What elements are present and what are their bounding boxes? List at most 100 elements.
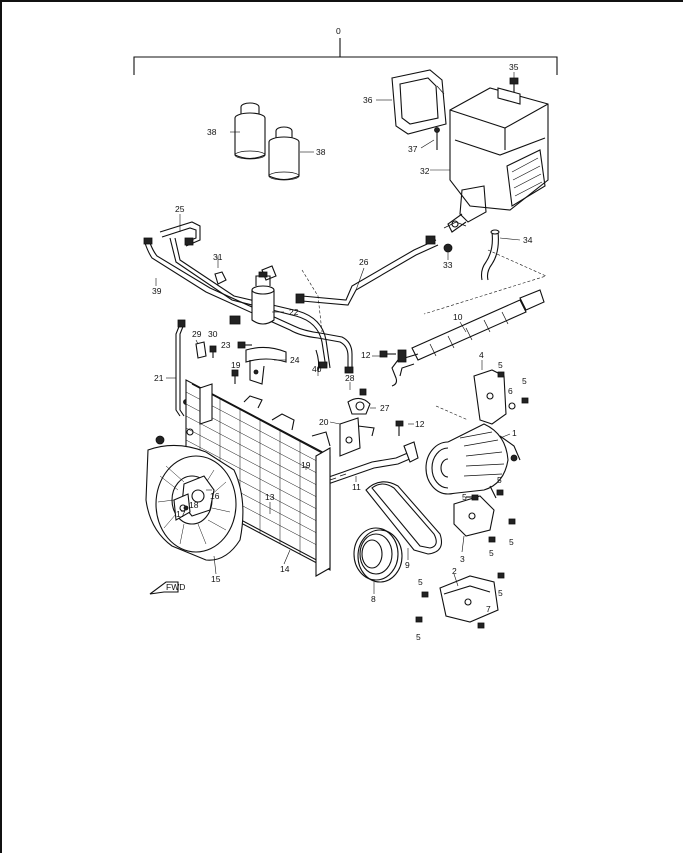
callout-4: 4: [479, 350, 484, 360]
callout-6: 6: [508, 386, 513, 396]
callout-34: 34: [523, 235, 533, 245]
receiver-can-part: [234, 102, 266, 160]
callout-2: 2: [452, 566, 457, 576]
callout-35: 35: [509, 62, 519, 72]
flexible-hose-part: [391, 289, 545, 387]
bolt-part-7: [477, 622, 485, 629]
drier-bracket-part: [245, 346, 287, 385]
drive-belt-part: [365, 481, 443, 555]
callout-24: 24: [290, 355, 300, 365]
leader-lines: [155, 72, 521, 594]
screw-part-23: [237, 341, 252, 349]
callout-20: 20: [319, 417, 329, 427]
clip-part-28: [359, 388, 367, 396]
callout-26: 26: [359, 257, 369, 267]
bolt-part-12b: [395, 420, 404, 436]
nut-part-33: [443, 243, 453, 253]
callout-40: 40: [312, 364, 322, 374]
callout-labels: 0 1 2 3 4 5 5 5 5 5 5 5 5 5 6 7 8 9 10 1…: [152, 26, 533, 642]
callout-5h: 5: [498, 588, 503, 598]
bolt-part-5b: [521, 397, 529, 404]
callout-37: 37: [408, 144, 418, 154]
callout-5e: 5: [509, 537, 514, 547]
bolt-part-5i: [415, 616, 423, 623]
callout-32: 32: [420, 166, 430, 176]
callout-25: 25: [175, 204, 185, 214]
callout-36: 36: [363, 95, 373, 105]
gasket-frame-part: [391, 69, 447, 135]
callout-7: 7: [486, 604, 491, 614]
bolt-part-5h: [497, 572, 505, 579]
callout-5i: 5: [416, 632, 421, 642]
callout-14: 14: [280, 564, 290, 574]
compressor-bracket-part-3: [453, 495, 495, 537]
fwd-label: FWD: [166, 582, 185, 592]
callout-12b: 12: [415, 419, 425, 429]
callout-39: 39: [152, 286, 162, 296]
bolt-part-5d: [496, 489, 504, 496]
bolt-part-5e: [508, 518, 516, 525]
compressor-bracket-part-4: [473, 369, 507, 425]
screw-part-30: [209, 345, 217, 358]
callout-18: 18: [189, 500, 199, 510]
callout-17: 17: [176, 509, 186, 519]
callout-31: 31: [213, 252, 223, 262]
condenser-part: [185, 379, 331, 577]
nut-part-18: [183, 505, 189, 511]
forward-direction-marker: FWD: [149, 581, 185, 595]
bracket-part-29: [195, 341, 207, 359]
crank-pulley-part: [353, 527, 403, 583]
callout-28: 28: [345, 373, 355, 383]
callout-23: 23: [221, 340, 231, 350]
assembly-bracket: [133, 38, 558, 75]
sheet-border-left: [0, 0, 2, 853]
callout-5a: 5: [498, 360, 503, 370]
callout-16: 16: [210, 491, 220, 501]
callout-19a: 19: [231, 360, 241, 370]
evaporator-case-part: [447, 87, 549, 233]
callout-0: 0: [336, 26, 341, 36]
screw-part-19a: [231, 369, 239, 384]
callout-5d: 5: [497, 475, 502, 485]
callout-29: 29: [192, 329, 202, 339]
washer-part-6: [508, 402, 516, 410]
receiver-can-part-2: [268, 126, 300, 181]
compressor-bracket-part-2: [439, 575, 499, 623]
drain-hose-part: [480, 229, 500, 281]
screw-part-35: [509, 77, 519, 92]
callout-5f: 5: [489, 548, 494, 558]
compressor-part: [425, 423, 521, 499]
callout-3: 3: [460, 554, 465, 564]
callout-27: 27: [380, 403, 390, 413]
callout-5g: 5: [418, 577, 423, 587]
callout-10: 10: [453, 312, 463, 322]
bolt-part-5a: [497, 371, 505, 378]
callout-1: 1: [512, 428, 517, 438]
bolt-part-12a: [379, 350, 396, 358]
callout-5c: 5: [462, 492, 467, 502]
bolt-part-5g: [421, 591, 429, 598]
callout-38a: 38: [207, 127, 217, 137]
callout-21: 21: [154, 373, 164, 383]
callout-33: 33: [443, 260, 453, 270]
callout-30: 30: [208, 329, 218, 339]
callout-12a: 12: [361, 350, 371, 360]
callout-22: 22: [289, 307, 299, 317]
relation-lines: [301, 249, 547, 421]
bracket-part-20: [339, 417, 375, 457]
bolt-part-5c: [466, 494, 479, 501]
callout-15: 15: [211, 574, 221, 584]
sheet-border-top: [0, 0, 683, 2]
callout-11: 11: [352, 482, 361, 492]
screw-part-37: [434, 127, 440, 150]
suction-pipe-part: [295, 221, 467, 306]
clamp-part-27: [347, 397, 371, 415]
callout-5b: 5: [522, 376, 527, 386]
callout-9: 9: [405, 560, 410, 570]
bolt-part-5f: [488, 536, 496, 543]
callout-38b: 38: [316, 147, 326, 157]
callout-13: 13: [265, 492, 275, 502]
receiver-drier-part: [251, 271, 275, 325]
callout-8: 8: [371, 594, 376, 604]
